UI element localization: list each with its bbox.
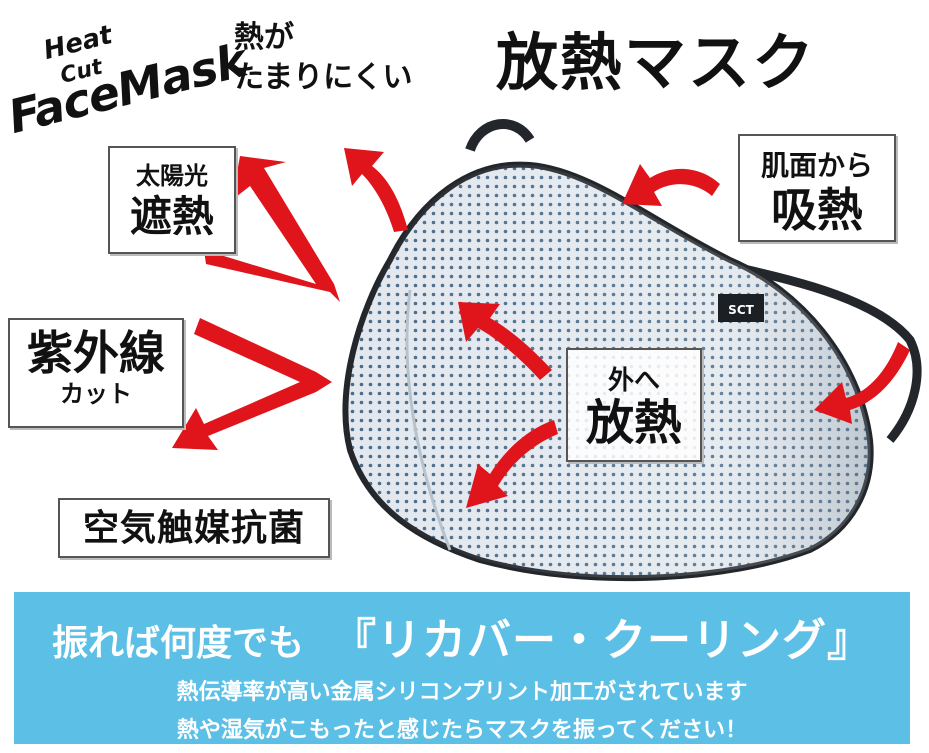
feature-absorb-small: 肌面から: [760, 149, 873, 182]
header-subtitle-line1: 熱が: [234, 20, 294, 55]
feature-uv-block: 紫外線 カット: [8, 318, 184, 428]
banner-headline-b: 『リカバー・クーリング』: [332, 615, 872, 666]
feature-absorb-block: 肌面から 吸熱: [738, 134, 896, 242]
v-arrow-icon: [172, 318, 332, 450]
curved-arrow-icon: [622, 164, 720, 206]
feature-uv-big: 紫外線: [27, 326, 165, 380]
mask-tag-text: SCT: [728, 303, 754, 317]
feature-antibac-block: 空気触媒抗菌: [58, 498, 330, 558]
feature-absorb-big: 吸熱: [771, 183, 863, 237]
v-arrow-icon: [204, 156, 340, 302]
page-title: 放熱マスク: [496, 26, 817, 99]
curved-arrow-icon: [814, 342, 910, 424]
curved-arrow-icon: [344, 148, 408, 232]
feature-release-block: 外へ 放熱: [566, 348, 702, 462]
banner-headline-a: 振れば何度でも: [51, 622, 304, 664]
mask-tag: [718, 294, 764, 322]
curved-arrow-icon: [466, 420, 558, 508]
feature-sun-big: 遮熱: [129, 192, 214, 241]
feature-release-big: 放熱: [585, 395, 682, 451]
feature-sun-block: 太陽光 遮熱: [108, 146, 236, 254]
feature-antibac-big: 空気触媒抗菌: [82, 507, 305, 549]
bottom-banner: 振れば何度でも『リカバー・クーリング』 熱伝導率が高い金属シリコンプリント加工が…: [14, 592, 910, 744]
feature-uv-small: カット: [60, 379, 132, 408]
header-subtitle-line2: たまりにくい: [234, 60, 413, 95]
feature-sun-small: 太陽光: [136, 161, 208, 190]
feature-release-small: 外へ: [607, 366, 660, 396]
banner-line2: 熱伝導率が高い金属シリコンプリント加工がされています: [176, 679, 748, 705]
header-subtitle: 熱が たまりにくい: [234, 18, 413, 98]
curved-arrow-icon: [458, 302, 552, 380]
banner-line3: 熱や湿気がこもったと感じたらマスクを振ってください！: [176, 717, 748, 743]
banner-headline: 振れば何度でも『リカバー・クーリング』: [14, 604, 910, 668]
